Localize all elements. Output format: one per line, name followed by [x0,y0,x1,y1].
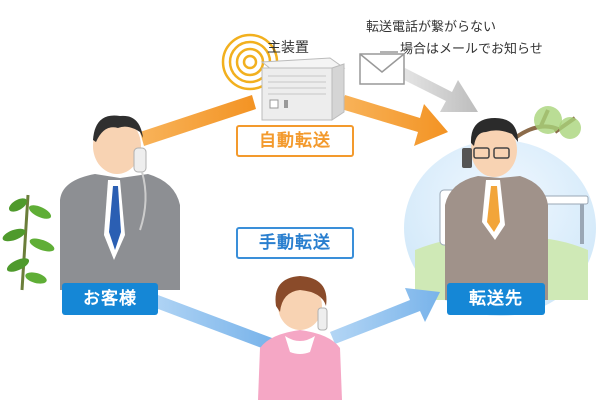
auto-transfer-label: 自動転送 [236,125,354,157]
notice-text-line1: 転送電話が繋がらない [366,20,497,35]
auto-arrow-to-device [140,95,256,146]
destination-badge: 転送先 [447,283,545,315]
mail-arrow [400,68,478,112]
plant-decoration [2,194,55,291]
auto-arrow-to-destination [341,95,448,146]
operator-figure [258,276,342,400]
manual-transfer-label: 手動転送 [236,227,354,259]
notice-text-line2: 場合はメールでお知らせ [400,42,543,57]
main-device-label: 主装置 [267,40,309,56]
envelope-icon [359,53,405,85]
manual-arrow-to-destination [330,288,440,344]
pbx-device-icon [260,57,346,121]
destination-figure [445,118,548,300]
manual-arrow-to-operator [145,292,272,350]
customer-badge: お客様 [62,283,158,315]
customer-figure [60,115,180,290]
